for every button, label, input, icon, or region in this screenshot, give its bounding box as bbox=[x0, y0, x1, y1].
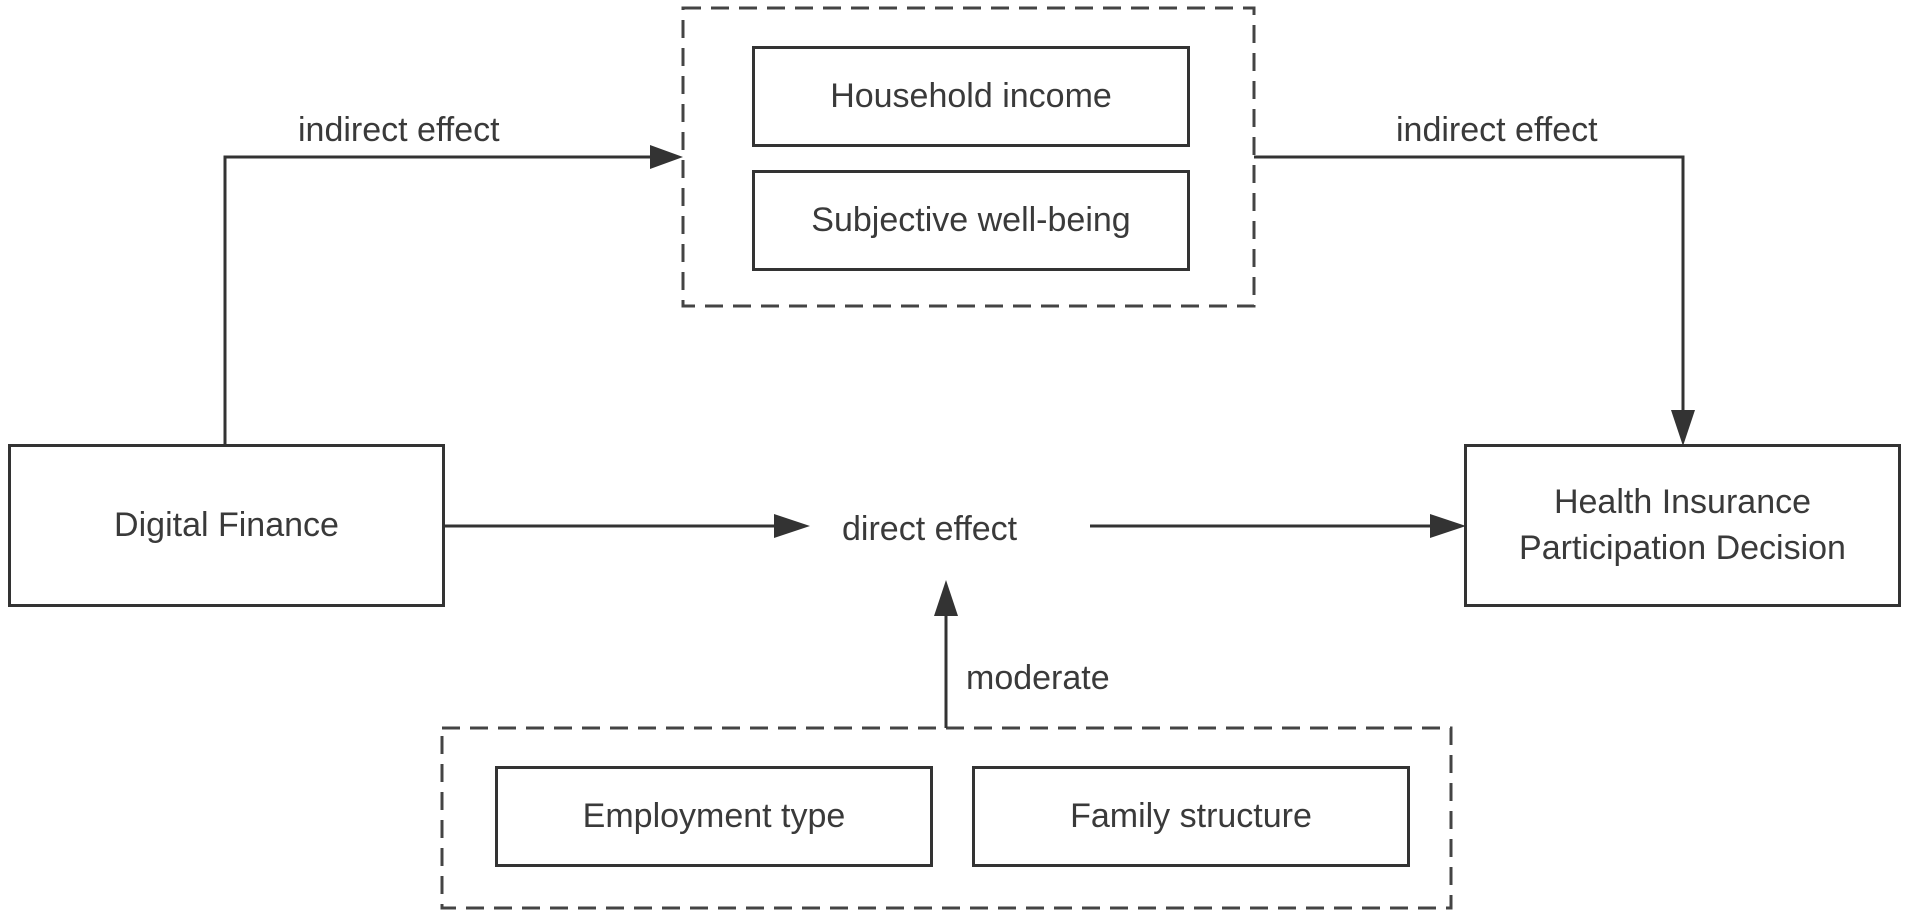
indirect-effect-label-left: indirect effect bbox=[298, 111, 500, 149]
indirect-effect-arrow-right bbox=[1254, 155, 1685, 440]
moderate-arrowhead bbox=[934, 580, 958, 616]
family-structure-label: Family structure bbox=[1070, 796, 1312, 835]
employment-type-node: Employment type bbox=[495, 766, 933, 867]
health-insurance-node: Health Insurance Participation Decision bbox=[1464, 444, 1901, 607]
direct-right-arrowhead bbox=[1430, 514, 1466, 538]
indirect-effect-arrow-left bbox=[223, 151, 677, 444]
employment-type-label: Employment type bbox=[582, 796, 846, 835]
household-income-label: Household income bbox=[830, 76, 1112, 115]
household-income-node: Household income bbox=[752, 46, 1190, 147]
direct-left-arrowhead bbox=[774, 514, 810, 538]
subjective-well-being-label: Subjective well-being bbox=[811, 200, 1131, 239]
mediator-group-border bbox=[681, 6, 1256, 308]
health-insurance-label-line2: Participation Decision bbox=[1519, 528, 1846, 567]
moderate-label: moderate bbox=[966, 659, 1110, 697]
indirect-effect-label-right: indirect effect bbox=[1396, 111, 1598, 149]
digital-finance-node: Digital Finance bbox=[8, 444, 445, 607]
indirect-right-arrowhead bbox=[1671, 410, 1695, 446]
indirect-left-arrowhead bbox=[650, 145, 683, 169]
subjective-well-being-node: Subjective well-being bbox=[752, 170, 1190, 271]
family-structure-node: Family structure bbox=[972, 766, 1410, 867]
direct-effect-label: direct effect bbox=[842, 510, 1018, 548]
digital-finance-label: Digital Finance bbox=[114, 505, 339, 544]
health-insurance-label-line1: Health Insurance bbox=[1553, 482, 1812, 521]
